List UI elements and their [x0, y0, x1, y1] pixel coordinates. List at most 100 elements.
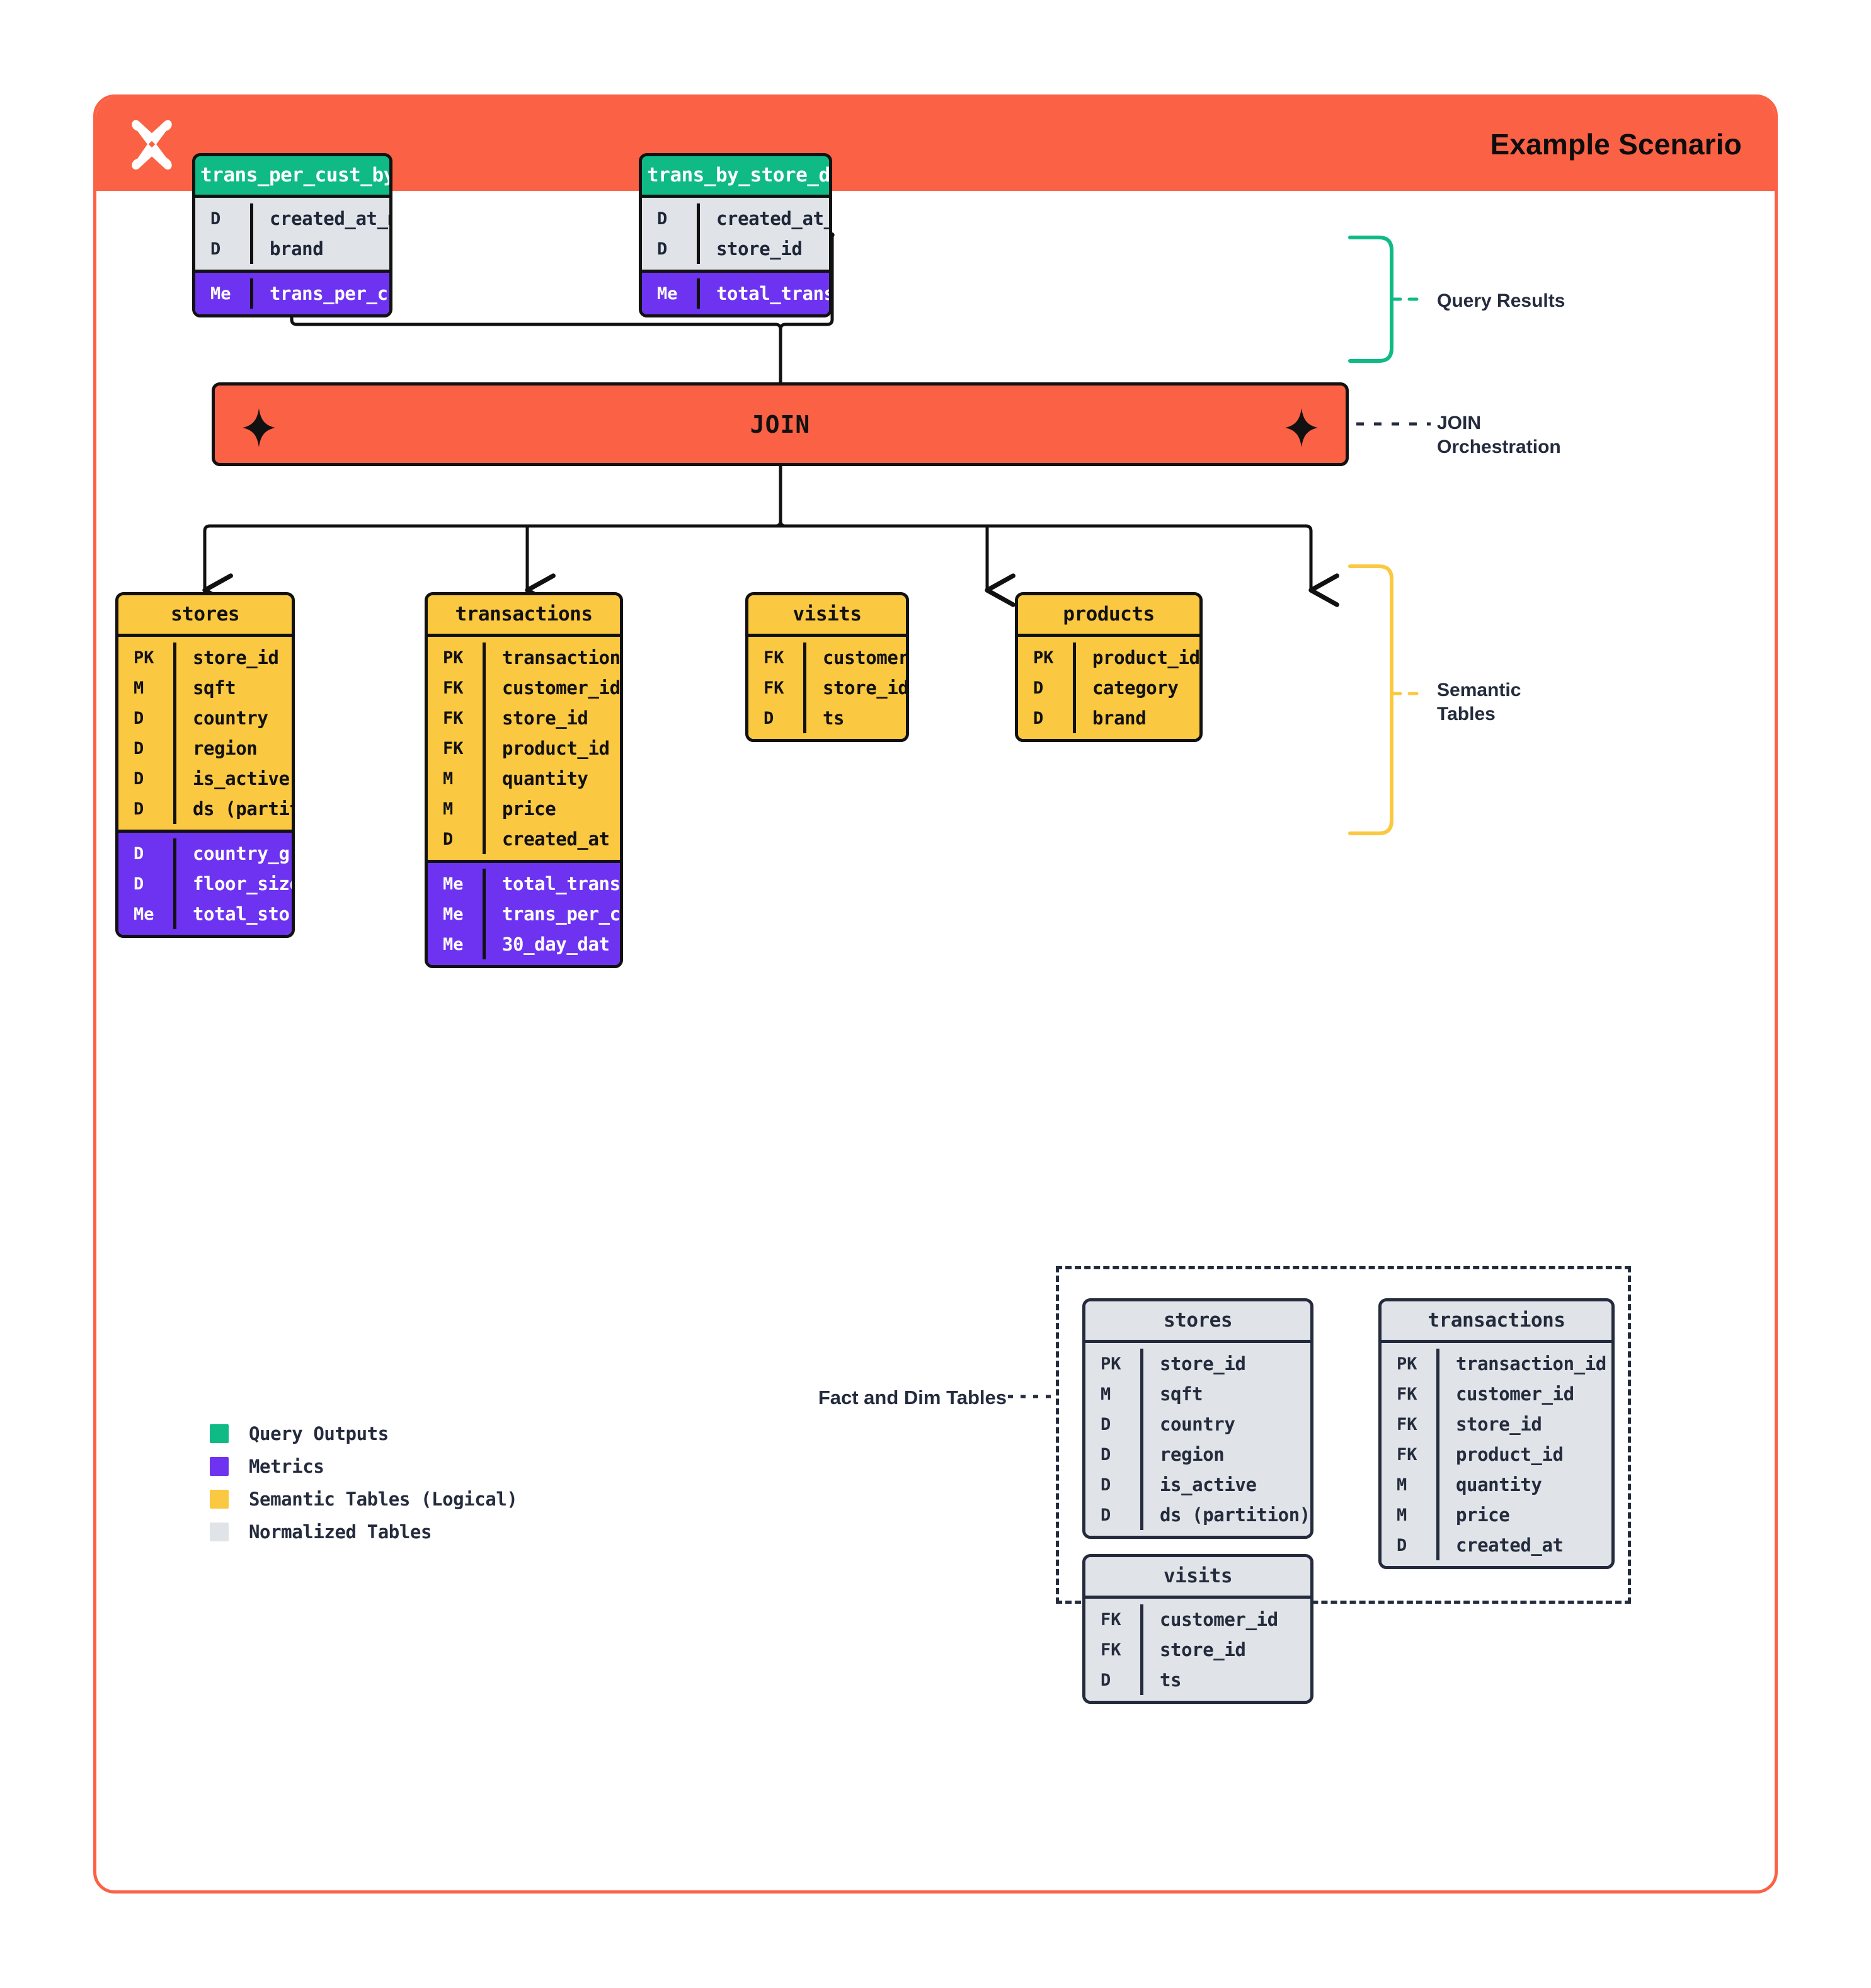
x-sparkle-logo-icon [132, 120, 172, 170]
table-row: D created_at_month [195, 203, 389, 234]
annotation-join-orchestration: JOIN Orchestration [1437, 411, 1561, 460]
legend-swatch [210, 1457, 229, 1476]
field-name: total_transactions [716, 283, 829, 304]
field-kind: PK [1382, 1349, 1439, 1379]
field-name: category [1092, 677, 1179, 699]
field-name: ts [823, 707, 845, 729]
field-kind: D [1018, 703, 1076, 733]
field-name: region [193, 738, 258, 759]
field-name: ds (partition) [193, 798, 292, 820]
query-result-table-trans-per-cust-by-brand-month[interactable]: trans_per_cust_by_brand_month D created_… [192, 153, 392, 317]
field-kind: Me [118, 899, 176, 929]
field-name: country_group [193, 843, 292, 864]
field-kind: M [428, 763, 486, 794]
field-kind: Me [428, 869, 486, 899]
metric-section: Me trans_per_cust [195, 270, 389, 314]
field-name: created_at [502, 828, 610, 850]
field-kind: D [118, 733, 176, 763]
table-row: PK transaction_id [1382, 1349, 1611, 1379]
field-name: price [1456, 1504, 1510, 1526]
table-title: visits [748, 595, 906, 634]
field-kind: FK [1382, 1409, 1439, 1439]
field-kind: D [642, 234, 700, 264]
field-kind: Me [642, 278, 700, 309]
legend-label: Query Outputs [249, 1423, 389, 1444]
field-name: sqft [1160, 1383, 1203, 1405]
legend: Query Outputs Metrics Semantic Tables (L… [210, 1417, 518, 1548]
legend-swatch [210, 1522, 229, 1541]
query-result-table-trans-by-store-day[interactable]: trans_by_store_day D created_at_day D st… [639, 153, 832, 317]
field-name: created_at_month [270, 208, 389, 229]
field-kind: D [1085, 1500, 1143, 1530]
field-name: customer_id [1160, 1609, 1278, 1630]
legend-label: Metrics [249, 1456, 324, 1477]
field-kind: D [1382, 1530, 1439, 1560]
field-kind: M [1382, 1470, 1439, 1500]
field-kind: Me [428, 929, 486, 959]
field-kind: D [1085, 1439, 1143, 1470]
table-row: Dds (partition) [118, 794, 292, 824]
field-name: sqft [193, 677, 236, 699]
field-name: floor_size [193, 873, 295, 894]
field-kind: M [1382, 1500, 1439, 1530]
field-name: transaction_id [1456, 1353, 1606, 1374]
field-kind: Me [195, 278, 253, 309]
field-name: store_id [502, 707, 588, 729]
field-name: total_stores [193, 903, 292, 925]
table-title: stores [1085, 1301, 1310, 1340]
field-kind: PK [428, 643, 486, 673]
legend-item-query-outputs: Query Outputs [210, 1417, 518, 1450]
legend-swatch [210, 1490, 229, 1509]
field-name: store_id [1160, 1639, 1246, 1660]
field-name: ts [1160, 1669, 1182, 1691]
annotation-query-results: Query Results [1437, 290, 1565, 311]
field-name: is_active [1160, 1474, 1257, 1495]
field-name: quantity [1456, 1474, 1542, 1495]
table-title: transactions [1382, 1301, 1611, 1340]
field-kind: D [428, 824, 486, 854]
table-title: trans_per_cust_by_brand_month [195, 156, 389, 195]
field-kind: FK [1085, 1635, 1143, 1665]
annotation-semantic-tables: Semantic Tables [1437, 678, 1521, 727]
legend-item-semantic-tables: Semantic Tables (Logical) [210, 1483, 518, 1516]
field-name: country [1160, 1414, 1235, 1435]
field-name: trans_per_cust [270, 283, 389, 304]
table-row: Me total_transactions [642, 278, 829, 309]
annotation-semantic-line1: Semantic [1437, 680, 1521, 700]
field-kind: FK [748, 673, 806, 703]
field-kind: D [1085, 1470, 1143, 1500]
join-orchestration-bar[interactable]: JOIN [212, 382, 1349, 466]
dimension-section: D created_at_month D brand [195, 195, 389, 270]
annotation-join-line1: JOIN [1437, 413, 1482, 433]
field-name: ds (partition) [1160, 1504, 1310, 1526]
field-name: price [502, 798, 556, 820]
field-kind: M [118, 673, 176, 703]
field-kind: PK [1018, 643, 1076, 673]
